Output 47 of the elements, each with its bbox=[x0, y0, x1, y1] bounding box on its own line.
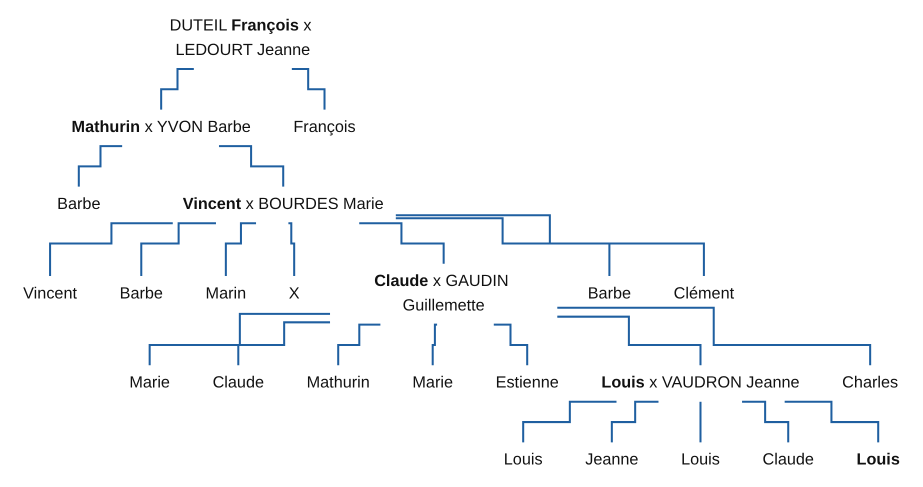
connector bbox=[148, 312, 330, 366]
connector bbox=[288, 222, 296, 277]
node-text: Estienne bbox=[496, 374, 559, 392]
node-text: Claude bbox=[212, 374, 264, 392]
connector bbox=[78, 145, 122, 188]
connector bbox=[396, 217, 610, 277]
node-text: Louis bbox=[504, 451, 543, 469]
node-text: Marie bbox=[129, 374, 170, 392]
node-text: Mathurin x YVON Barbe bbox=[72, 118, 251, 136]
node-text: Barbe bbox=[588, 285, 632, 302]
node-text: Jeanne bbox=[585, 451, 638, 469]
node-text: Louis x VAUDRON Jeanne bbox=[601, 374, 800, 392]
connector bbox=[140, 222, 216, 277]
node-text: Claude x GAUDIN Guillemette bbox=[374, 272, 509, 315]
connector bbox=[224, 222, 256, 277]
connector bbox=[160, 68, 194, 111]
connector bbox=[49, 222, 173, 277]
node-text: Louis bbox=[681, 451, 720, 469]
node-text: Marin bbox=[206, 285, 246, 302]
connector bbox=[292, 68, 326, 111]
connector bbox=[494, 324, 528, 366]
connector bbox=[784, 400, 880, 444]
connector bbox=[557, 306, 872, 366]
node-text: Vincent bbox=[23, 285, 77, 302]
connector bbox=[359, 222, 445, 265]
node-text: Clément bbox=[674, 285, 734, 302]
connector bbox=[522, 400, 616, 444]
node-text: Charles bbox=[842, 374, 898, 392]
connector bbox=[557, 316, 702, 366]
connector bbox=[237, 321, 330, 366]
node-text: Mathurin bbox=[306, 374, 370, 392]
connector bbox=[396, 214, 705, 277]
connector bbox=[742, 400, 790, 444]
node-text: Barbe bbox=[57, 196, 100, 214]
node-text: DUTEIL François x LEDOURT Jeanne bbox=[170, 17, 312, 59]
node-text: Louis bbox=[856, 451, 900, 469]
node-text: Claude bbox=[762, 451, 814, 469]
connector bbox=[610, 400, 658, 444]
node-text: François bbox=[293, 118, 356, 136]
connector bbox=[432, 324, 438, 366]
node-text: Vincent x BOURDES Marie bbox=[182, 196, 384, 214]
connector bbox=[218, 145, 284, 188]
node-text: Marie bbox=[412, 374, 453, 392]
node-text: X bbox=[288, 285, 300, 302]
node-text: Barbe bbox=[120, 285, 163, 302]
connector bbox=[337, 324, 380, 366]
connector bbox=[699, 400, 702, 444]
